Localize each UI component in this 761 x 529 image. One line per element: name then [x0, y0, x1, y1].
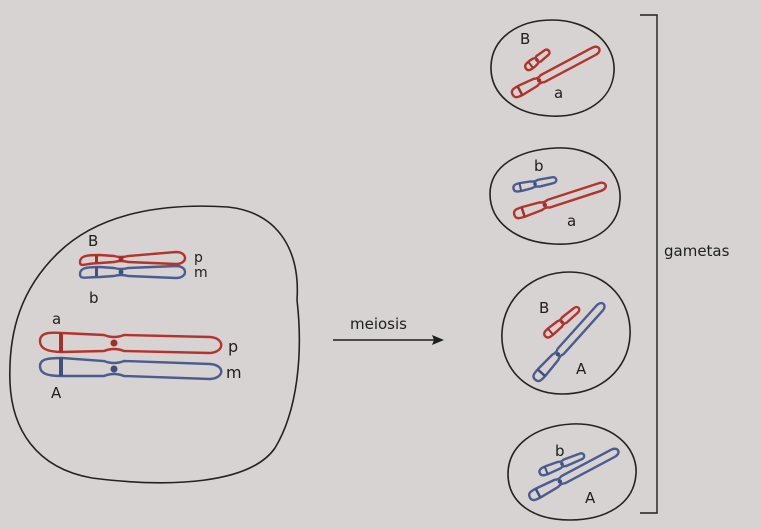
gametes-label: gametas: [664, 242, 730, 260]
parent-cell: B b p m a A p m: [10, 206, 300, 483]
meiosis-arrow: meiosis: [333, 315, 444, 345]
small-chromosome-maternal: [80, 266, 185, 278]
gene-label: B: [539, 299, 549, 317]
gene-label-A: A: [51, 384, 62, 402]
gamete-cell: b a: [490, 148, 620, 244]
gene-locus-B: [95, 255, 98, 263]
gene-label-B: B: [88, 232, 98, 250]
gene-label: A: [585, 489, 596, 507]
gene-locus-b: [95, 267, 98, 276]
small-chromosome-paternal: [80, 252, 185, 265]
gene-label-a: a: [52, 310, 61, 328]
gamete-membrane: [502, 272, 630, 394]
centromere-icon: [111, 340, 118, 347]
gamete-cell: B a: [491, 20, 614, 116]
paternal-label: p: [228, 337, 238, 356]
gamete-cell: B A: [502, 272, 630, 394]
centromere-icon: [119, 257, 124, 262]
gene-label: A: [576, 360, 587, 378]
gene-label: B: [520, 30, 530, 48]
large-chromosome-maternal: [40, 358, 221, 379]
gene-label: b: [534, 157, 544, 175]
gamete-cell: b A: [508, 424, 636, 520]
maternal-label: m: [226, 363, 242, 382]
gene-locus-A: [59, 358, 63, 376]
gametes-bracket: gametas: [640, 15, 730, 513]
parent-cell-membrane: [10, 206, 300, 483]
large-chromosome-paternal: [40, 333, 221, 353]
paternal-label: p: [194, 250, 203, 266]
gamete-membrane: [490, 148, 620, 244]
gene-label: b: [555, 442, 565, 460]
gene-label: a: [554, 84, 563, 102]
gene-label-b: b: [89, 289, 99, 307]
gamete-membrane: [508, 424, 636, 520]
meiosis-label: meiosis: [350, 315, 407, 333]
centromere-icon: [111, 366, 118, 373]
centromere-icon: [119, 270, 124, 275]
maternal-label: m: [194, 265, 208, 281]
gene-label: a: [567, 212, 576, 230]
gene-locus-a: [59, 333, 63, 352]
